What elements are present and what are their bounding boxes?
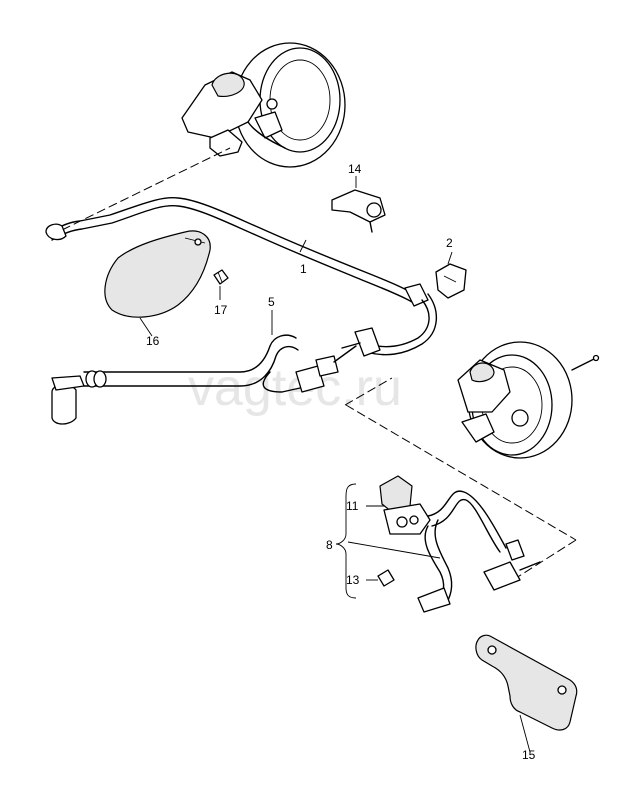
- vacuum-hose-1: [45, 197, 437, 357]
- reference-line-top: [61, 147, 231, 231]
- vacuum-line-5: [51, 334, 357, 425]
- callout-13: 13: [346, 573, 360, 587]
- callout-5: 5: [268, 295, 275, 309]
- watermark: vagtec.ru: [188, 359, 402, 417]
- heat-shield-15: [475, 634, 578, 731]
- heat-shield-16: [104, 230, 211, 318]
- brake-booster-top: [181, 42, 346, 168]
- clip-14: [331, 189, 386, 233]
- reference-line-mid: [344, 377, 393, 406]
- assembly-8-bracket: [335, 483, 357, 599]
- sensor-11: [379, 475, 431, 535]
- callout-1: 1: [300, 262, 307, 276]
- leader-lines: [139, 176, 531, 753]
- callout-2: 2: [446, 236, 453, 250]
- callout-16: 16: [146, 334, 160, 348]
- clip-2: [435, 263, 467, 299]
- callout-14: 14: [348, 162, 362, 176]
- vacuum-hose-8: [417, 490, 541, 613]
- callout-11: 11: [346, 499, 359, 513]
- clip-17: [213, 269, 229, 285]
- reference-line-booster: [345, 404, 577, 541]
- brake-booster-right: [457, 341, 600, 459]
- callout-15: 15: [522, 748, 536, 762]
- callout-8: 8: [326, 538, 333, 552]
- clip-13: [377, 569, 395, 587]
- callout-17: 17: [214, 303, 228, 317]
